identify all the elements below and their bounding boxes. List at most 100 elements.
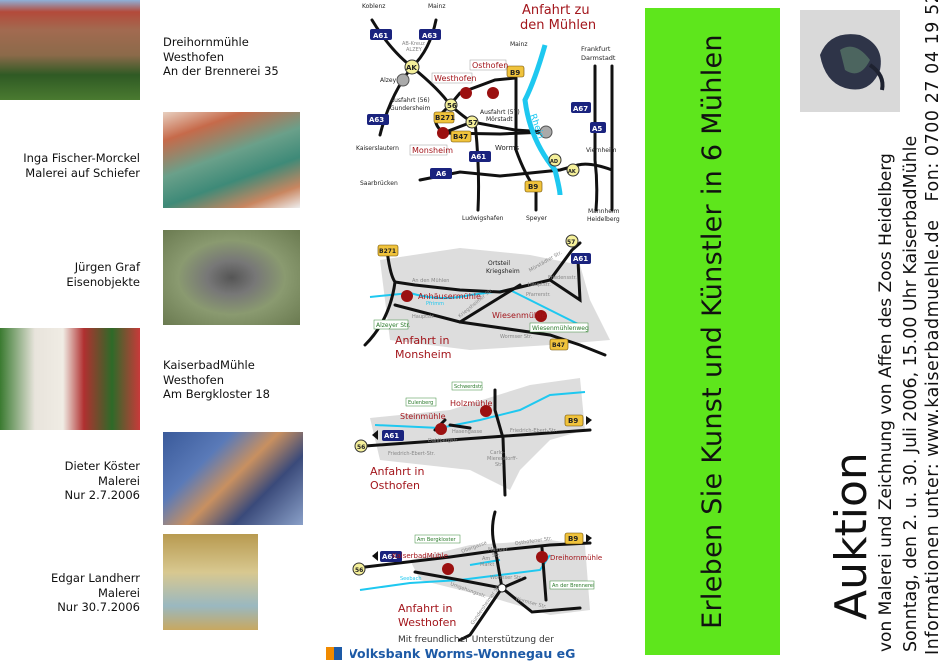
map-title: Anfahrt in — [395, 334, 449, 347]
caption-line: Dreihornmühle — [163, 35, 249, 49]
autobahn-badge: A61 — [573, 255, 588, 263]
map-label: Koblenz — [362, 3, 385, 10]
caption-line: An der Brennerei 35 — [163, 64, 279, 78]
bundesstrasse-badge: B9 — [528, 183, 538, 191]
photo-koester-malerei — [163, 432, 303, 525]
street-label: Wormser Str. — [490, 575, 523, 581]
map-overview: Anfahrt zu den Mühlen Koblenz Mainz A61 … — [356, 3, 620, 223]
auction-info: Auktion von Malerei und Zeichnung von Af… — [790, 0, 945, 661]
map-label: Ausfahrt (57) — [480, 109, 520, 116]
website-link[interactable]: Informationen unter: www.kaiserbadmuehle… — [923, 219, 943, 656]
river-label: Seebach — [400, 576, 421, 582]
map-label: Ortsteil — [488, 260, 510, 267]
map-label: ALZEY — [406, 47, 423, 53]
street-label: Dahlbergstr. — [428, 438, 459, 444]
caption-line: Malerei — [98, 473, 140, 488]
headline-text: Erleben Sie Kunst und Künstler in 6 Mühl… — [697, 34, 728, 629]
map-title: Osthofen — [370, 479, 420, 492]
bundesstrasse-badge: B47 — [552, 342, 565, 349]
auction-title: Auktion — [826, 452, 877, 620]
bundesstrasse-badge: B9 — [510, 69, 520, 77]
street-label: Hauptstr. — [528, 282, 551, 288]
street-label: Friedrich-Ebert-Str. — [388, 451, 435, 457]
bundesstrasse-badge: B271 — [435, 114, 455, 122]
exit-badge: 57 — [567, 239, 575, 246]
map-label: Ludwigshafen — [462, 215, 504, 222]
map-label: Worms — [495, 144, 519, 152]
mill-label: KaiserbadMühle — [392, 552, 448, 560]
bundesstrasse-badge: B9 — [568, 417, 578, 425]
autobahn-badge: A6 — [436, 170, 446, 178]
caption-line: Jürgen Graf — [74, 260, 140, 274]
autobahn-badge: A61 — [471, 153, 486, 161]
map-title: Monsheim — [395, 348, 451, 361]
street-label: Hauptstr. — [412, 314, 435, 320]
street-label: Pfarrerstr. — [526, 292, 551, 298]
map-label: Alzey — [380, 77, 397, 84]
map-label: Frankfurt — [581, 45, 611, 53]
street-label: Am — [482, 556, 490, 562]
street-label: Carlo- — [490, 450, 505, 456]
mill-label: Steinmühle — [400, 412, 446, 421]
map-label: AB-Kreuz — [402, 41, 425, 47]
caption-line: Malerei — [98, 585, 140, 600]
map-label-westhofen: Westhofen — [434, 74, 476, 83]
exit-badge: 56 — [355, 567, 363, 574]
monkey-artwork-image — [800, 10, 900, 112]
volksbank-logo-icon — [326, 647, 342, 660]
caption-graf: Jürgen Graf Eisenobjekte — [0, 260, 140, 289]
autobahn-badge: A61 — [382, 553, 397, 561]
mill-label: Wiesenmühle — [492, 311, 546, 320]
map-label: Mörstadt — [486, 116, 513, 123]
caption-line: Westhofen — [163, 49, 225, 64]
caption-line: Malerei auf Schiefer — [25, 165, 140, 180]
directions-maps: .rd{stroke:#111;stroke-width:3;fill:none… — [350, 3, 620, 661]
exit-badge: 57 — [468, 119, 478, 127]
photo-landherr-malerei — [163, 534, 258, 630]
bundesstrasse-badge: B9 — [568, 535, 578, 543]
caption-line: Edgar Landherr — [51, 571, 140, 585]
street-label: Str. — [495, 462, 504, 468]
map-label: Mannheim — [588, 208, 620, 215]
map-label-osthofen: Osthofen — [472, 61, 508, 70]
headline-panel: Erleben Sie Kunst und Künstler in 6 Mühl… — [645, 8, 780, 655]
street-label: Str. — [492, 553, 501, 559]
map-label: Ausfahrt (56) — [390, 97, 430, 104]
auction-subtitle: von Malerei und Zeichnung von Affen des … — [876, 153, 896, 652]
photo-kaiserbadmuehle — [0, 328, 140, 430]
caption-line: Dieter Köster — [64, 459, 140, 473]
street-label: Mierendorff- — [487, 456, 518, 462]
autobahn-badge: A5 — [592, 125, 602, 133]
map-title: Anfahrt zu — [522, 3, 590, 18]
auction-date: Sonntag, den 2. u. 30. Juli 2006, 15.00 … — [901, 135, 921, 652]
photo-schiefer — [163, 112, 300, 208]
map-title: den Mühlen — [520, 18, 596, 33]
map-title: Anfahrt in — [370, 465, 424, 478]
map-label: Mainz — [428, 3, 445, 10]
junction-badge: AK — [568, 169, 577, 175]
caption-landherr: Edgar Landherr Malerei Nur 30.7.2006 — [0, 571, 140, 615]
street-sign: Am Bergkloster — [417, 537, 457, 543]
street-sign: Wiesenmühlenweg — [532, 325, 589, 332]
junction-badge: AD — [550, 159, 558, 165]
map-label: Kriegsheim — [486, 268, 520, 275]
street-sign: An der Brennerei — [552, 583, 594, 589]
map-label-monsheim: Monsheim — [412, 146, 453, 155]
street-label: Markt — [480, 562, 494, 568]
caption-line: Am Bergkloster 18 — [163, 387, 270, 401]
map-label: Heidelberg — [587, 216, 620, 223]
street-label: Wormser Str. — [500, 334, 533, 340]
autobahn-badge: A63 — [369, 116, 384, 124]
autobahn-badge: A61 — [373, 32, 388, 40]
street-label: Friedrich-Ebert-Str. — [510, 428, 557, 434]
autobahn-badge: A67 — [573, 105, 588, 113]
map-label: Kaiserslautern — [356, 145, 399, 152]
caption-koester: Dieter Köster Malerei Nur 2.7.2006 — [0, 459, 141, 503]
caption-fischer-morckel: Inga Fischer-Morckel Malerei auf Schiefe… — [0, 151, 140, 180]
bundesstrasse-badge: B271 — [379, 248, 396, 255]
mill-label: Holzmühle — [450, 399, 492, 408]
map-label: Speyer — [526, 215, 548, 222]
map-label: Mainz — [510, 41, 527, 48]
autobahn-badge: A61 — [384, 432, 399, 440]
street-sign: Alzeyer Str. — [376, 322, 410, 329]
